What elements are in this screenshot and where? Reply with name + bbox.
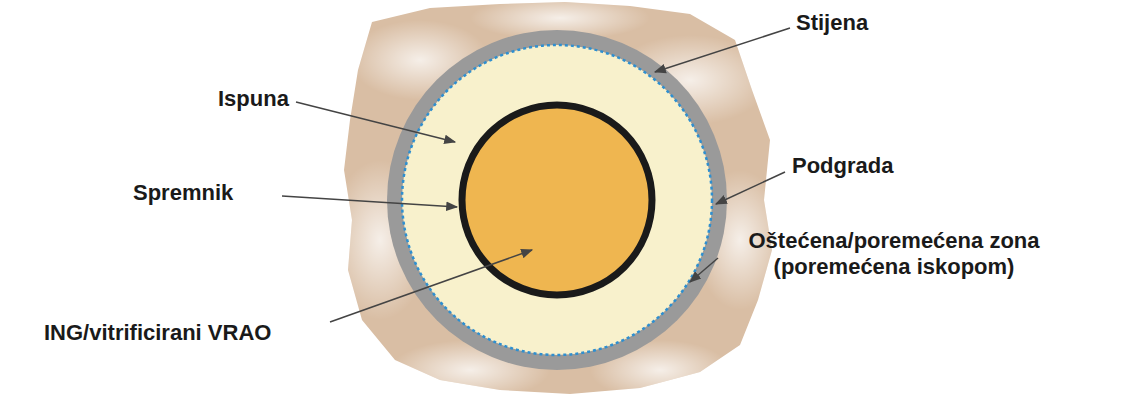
part-label: Stijena [796,10,868,36]
part-label: Oštećena/poremećena zona (poremećena isk… [724,228,1064,280]
leader-line [282,196,457,207]
damaged-zone [387,30,727,370]
canister [462,105,652,295]
leader-line [716,172,785,204]
rock [330,0,785,396]
rock-body [344,2,772,394]
leader-line [330,250,532,322]
leader-line [296,102,455,142]
backfill [402,45,712,355]
part-label: Ispuna [218,86,289,112]
part-label: ING/vitrificirani VRAO [44,320,271,346]
leader-line [655,28,790,72]
rock-texture [330,0,785,396]
part-label: Spremnik [133,180,233,206]
leader-lines [282,28,790,322]
support-lining [402,45,712,355]
part-label: Podgrada [792,153,893,179]
leader-line [690,258,718,282]
